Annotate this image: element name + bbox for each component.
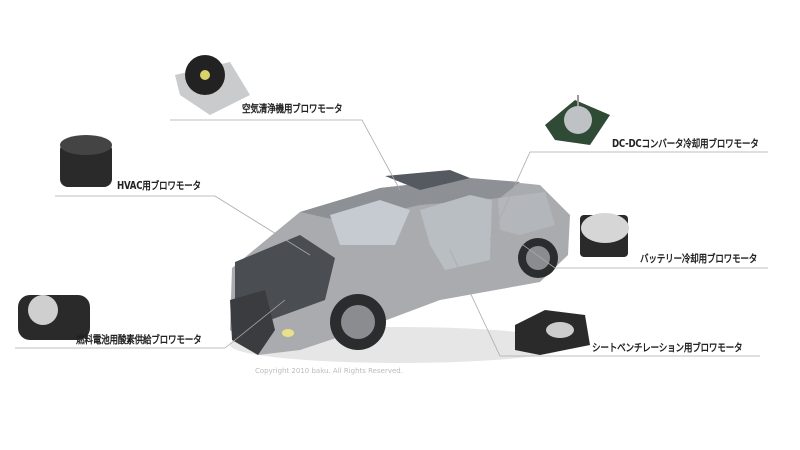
label-hvac: HVAC用ブロワモータ [117,180,201,192]
copyright: Copyright 2010 baku. All Rights Reserved… [255,367,403,375]
hvac-motor-image [60,135,112,187]
seat-motor-image [515,310,590,355]
car-illustration [230,170,570,363]
battery-motor-image [580,213,629,257]
label-dcdc: DC-DCコンバータ冷却用ブロワモータ [612,138,759,150]
label-battery: バッテリー冷却用ブロワモータ [640,253,758,265]
label-air-purifier: 空気清浄機用ブロワモータ [242,103,343,115]
air-purifier-motor-image [175,55,250,115]
fuel-cell-motor-image [18,295,90,340]
label-fuel-cell: 燃料電池用酸素供給ブロワモータ [76,334,202,346]
leader-lines [15,119,768,357]
label-seat: シートベンチレーション用ブロワモータ [592,342,743,354]
dcdc-motor-image [545,95,610,145]
